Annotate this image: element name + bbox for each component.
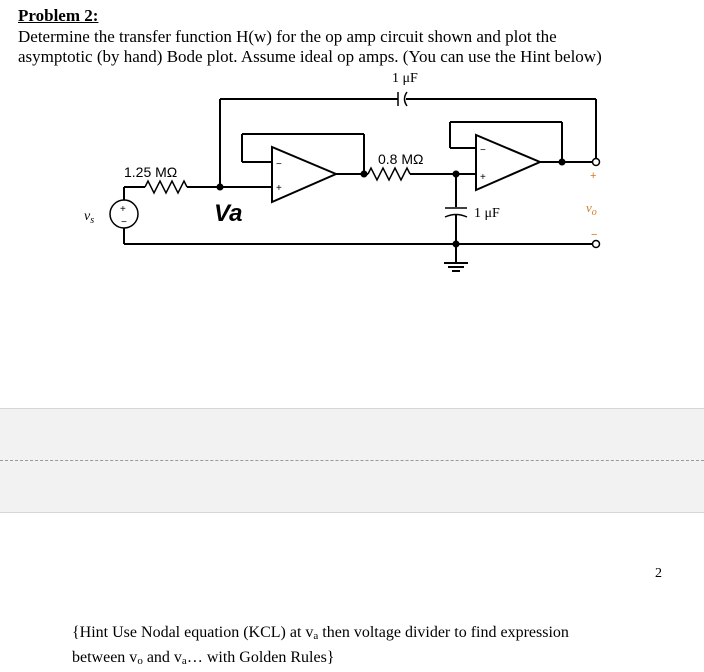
opamp1-minus: − <box>276 159 282 170</box>
page-break-line <box>0 460 704 461</box>
opamp2-minus: − <box>480 145 486 156</box>
opamp1-plus: + <box>276 183 282 194</box>
node-va-label: Va <box>214 200 242 227</box>
output-terminal-top <box>591 157 601 167</box>
problem-line-2: asymptotic (by hand) Bode plot. Assume i… <box>18 47 602 66</box>
source-plus: + <box>120 204 126 215</box>
r2-label: 0.8 MΩ <box>378 151 423 167</box>
page-number: 2 <box>655 566 662 581</box>
output-plus: + <box>590 170 596 182</box>
problem-statement: Determine the transfer function H(w) for… <box>18 27 698 67</box>
r1-label: 1.25 MΩ <box>124 164 177 180</box>
opamp2-plus: + <box>480 172 486 183</box>
output-terminal-bottom <box>591 239 601 249</box>
output-label: vo <box>586 200 597 218</box>
cap-top-label: 1 μF <box>392 71 418 86</box>
hint-text: {Hint Use Nodal equation (KCL) at va the… <box>72 624 569 667</box>
circuit-diagram: 1 μF 1.25 MΩ 0.8 MΩ 1 μF vs vo Va + − − … <box>84 71 601 272</box>
node-ground-dot <box>452 240 460 248</box>
source-minus: − <box>121 217 127 228</box>
node-va-dot <box>216 183 224 191</box>
source-label: vs <box>84 209 94 226</box>
problem-line-1: Determine the transfer function H(w) for… <box>18 27 557 46</box>
node-opamp1-out-dot <box>360 170 368 178</box>
output-minus: − <box>591 229 597 241</box>
problem-title: Problem 2: <box>18 6 99 25</box>
node-opamp2-out-dot <box>558 158 566 166</box>
cap-bottom-label: 1 μF <box>474 206 500 221</box>
node-cap-top-dot <box>452 170 460 178</box>
